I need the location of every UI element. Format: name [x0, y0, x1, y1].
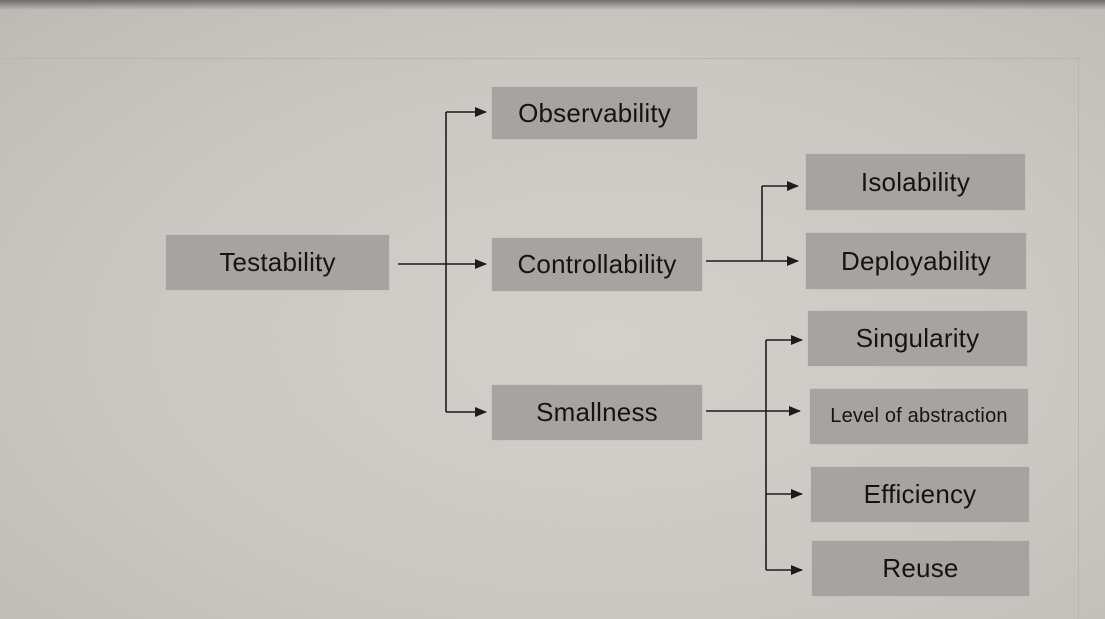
- node-efficiency: Efficiency: [811, 467, 1029, 522]
- node-testability-label: Testability: [219, 247, 336, 277]
- node-singularity: Singularity: [808, 311, 1027, 366]
- figure-frame-right: [1078, 58, 1079, 619]
- node-isolability: Isolability: [806, 154, 1025, 210]
- page-top-shadow: [0, 0, 1105, 10]
- node-efficiency-label: Efficiency: [863, 479, 977, 509]
- node-controllability-label: Controllability: [517, 249, 677, 279]
- node-singularity-label: Singularity: [855, 323, 980, 353]
- node-isolability-label: Isolability: [860, 166, 971, 197]
- node-observability: Observability: [492, 87, 697, 139]
- node-deployability-label: Deployability: [840, 245, 991, 276]
- node-deployability: Deployability: [806, 233, 1026, 289]
- figure-frame-top: [0, 58, 1080, 59]
- node-observability-label: Observability: [518, 97, 671, 128]
- node-reuse: Reuse: [812, 541, 1029, 596]
- node-level-of-abstraction-label: Level of abstraction: [830, 405, 1008, 427]
- node-reuse-label: Reuse: [882, 553, 959, 583]
- node-testability: Testability: [166, 235, 389, 290]
- node-smallness: Smallness: [492, 385, 702, 440]
- node-level-of-abstraction: Level of abstraction: [810, 389, 1028, 444]
- node-controllability: Controllability: [492, 238, 702, 291]
- node-smallness-label: Smallness: [536, 397, 658, 427]
